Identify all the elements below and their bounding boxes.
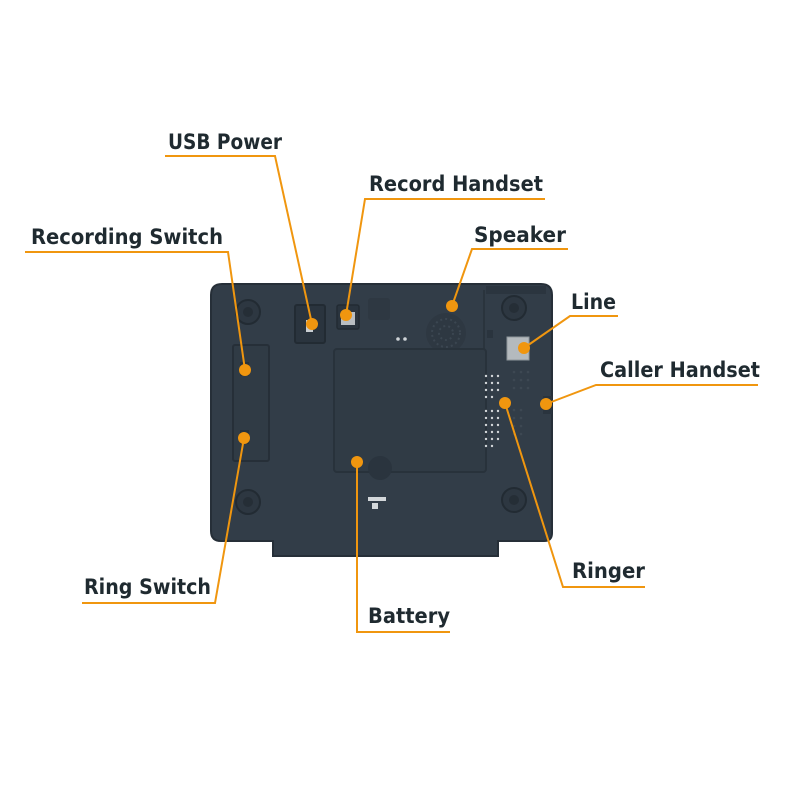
usb-power-marker (306, 318, 318, 330)
ringer-grille (484, 374, 500, 448)
label-record-handset: Record Handset (369, 172, 543, 196)
connector-ridge (486, 286, 546, 294)
usb-power-leader (165, 155, 313, 325)
speaker-leader (451, 248, 568, 307)
label-battery: Battery (368, 604, 450, 628)
caller-handset-leader (545, 384, 758, 405)
label-speaker: Speaker (474, 223, 567, 247)
recording-switch-marker (239, 364, 251, 376)
label-ringer: Ringer (572, 559, 646, 583)
ring-switch-marker (238, 432, 250, 444)
speaker-grille (426, 313, 466, 353)
rubber-foot (501, 487, 527, 513)
caller-handset-marker (540, 398, 552, 410)
label-caller-handset: Caller Handset (600, 358, 760, 382)
line-marker (518, 342, 530, 354)
speaker-marker (446, 300, 458, 312)
label-ring-switch: Ring Switch (84, 575, 211, 599)
line-leader (523, 315, 618, 349)
ring-switch-leader (82, 437, 245, 604)
ringer-marker (499, 397, 511, 409)
battery-leader (356, 462, 450, 633)
ringer-leader (504, 402, 645, 588)
recording-switch-leader (25, 251, 246, 371)
label-line: Line (571, 290, 616, 314)
battery-marker (351, 456, 363, 468)
label-usb-power: USB Power (168, 130, 283, 154)
device-back-panel (210, 283, 553, 557)
record-handset-leader (345, 198, 545, 316)
label-recording-switch: Recording Switch (31, 225, 223, 249)
rubber-foot (235, 489, 261, 515)
rubber-foot (501, 295, 527, 321)
switch-panel (232, 344, 270, 462)
battery-compartment (333, 348, 487, 473)
rubber-foot (235, 299, 261, 325)
record-handset-marker (340, 309, 352, 321)
